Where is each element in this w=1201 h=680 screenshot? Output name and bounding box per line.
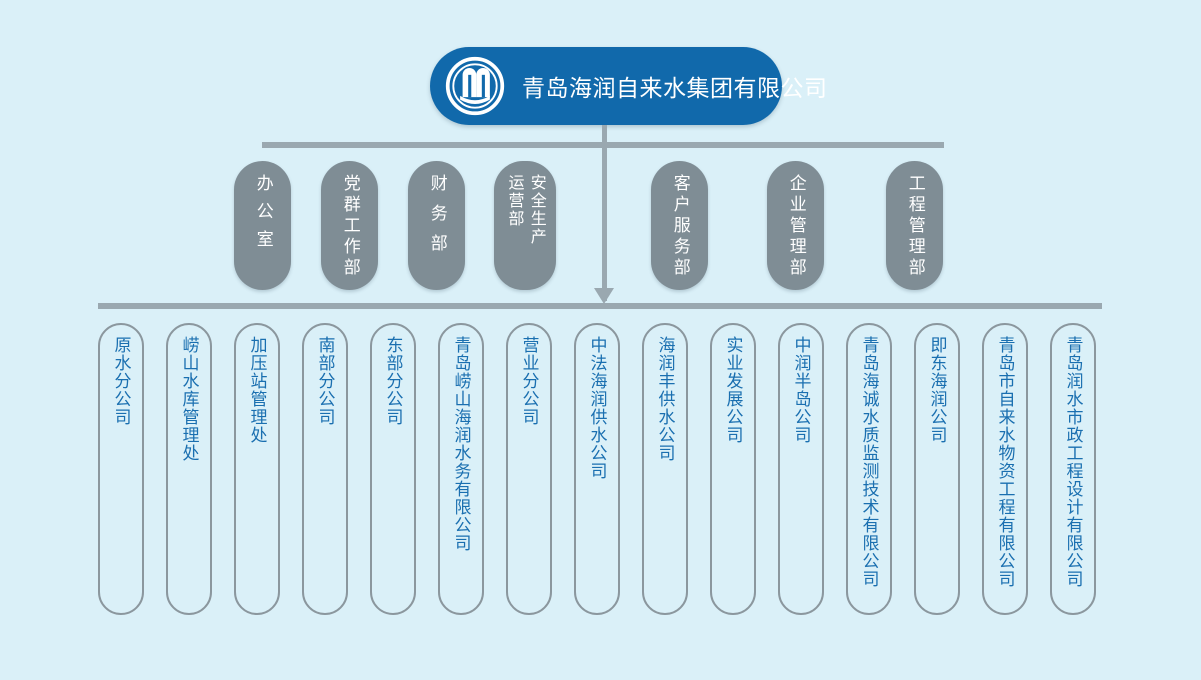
department-label-2-0: 财务部 — [427, 174, 447, 264]
department-node-2[interactable]: 财务部 — [408, 161, 465, 290]
subsidiary-node-4[interactable]: 东部分公司 — [370, 323, 416, 615]
company-circular-emblem-icon — [445, 56, 505, 116]
subsidiary-label-3: 南部分公司 — [315, 336, 335, 426]
subsidiary-node-5[interactable]: 青岛崂山海润水务有限公司 — [438, 323, 484, 615]
subsidiary-label-14: 青岛润水市政工程设计有限公司 — [1063, 336, 1083, 588]
subsidiary-label-5: 青岛崂山海润水务有限公司 — [451, 336, 471, 552]
root-company-node[interactable]: 青岛海润自来水集团有限公司 — [430, 47, 827, 125]
subsidiary-label-12: 即东海润公司 — [927, 336, 947, 444]
subsidiary-label-13: 青岛市自来水物资工程有限公司 — [995, 336, 1015, 588]
department-node-4[interactable]: 客户服务部 — [651, 161, 708, 290]
department-label-5-0: 企业管理部 — [786, 174, 806, 279]
subsidiary-node-8[interactable]: 海润丰供水公司 — [642, 323, 688, 615]
subsidiary-node-1[interactable]: 崂山水库管理处 — [166, 323, 212, 615]
subsidiary-node-7[interactable]: 中法海润供水公司 — [574, 323, 620, 615]
department-node-1[interactable]: 党群工作部 — [321, 161, 378, 290]
subsidiary-node-6[interactable]: 营业分公司 — [506, 323, 552, 615]
subsidiary-node-0[interactable]: 原水分公司 — [98, 323, 144, 615]
subsidiary-node-10[interactable]: 中润半岛公司 — [778, 323, 824, 615]
subsidiary-label-4: 东部分公司 — [383, 336, 403, 426]
department-node-6[interactable]: 工程管理部 — [886, 161, 943, 290]
subsidiary-label-7: 中法海润供水公司 — [587, 336, 607, 480]
department-node-5[interactable]: 企业管理部 — [767, 161, 824, 290]
department-node-3[interactable]: 安全生产 运营部 — [494, 161, 556, 290]
subsidiary-node-3[interactable]: 南部分公司 — [302, 323, 348, 615]
department-label-0-0: 办公室 — [253, 174, 273, 258]
department-node-0[interactable]: 办公室 — [234, 161, 291, 290]
subsidiary-node-14[interactable]: 青岛润水市政工程设计有限公司 — [1050, 323, 1096, 615]
connector-line-vertical — [602, 125, 607, 301]
root-company-title: 青岛海润自来水集团有限公司 — [522, 75, 828, 101]
subsidiary-node-9[interactable]: 实业发展公司 — [710, 323, 756, 615]
connector-arrowhead-icon — [594, 288, 614, 304]
department-label-6-0: 工程管理部 — [905, 174, 925, 279]
subsidiary-label-10: 中润半岛公司 — [791, 336, 811, 444]
subsidiary-label-9: 实业发展公司 — [723, 336, 743, 444]
department-label-1-0: 党群工作部 — [340, 174, 360, 279]
subsidiary-node-12[interactable]: 即东海润公司 — [914, 323, 960, 615]
department-label-3-1: 运营部 — [505, 174, 523, 228]
subsidiary-label-0: 原水分公司 — [111, 336, 131, 426]
department-label-4-0: 客户服务部 — [670, 174, 690, 279]
subsidiary-label-1: 崂山水库管理处 — [179, 336, 199, 462]
subsidiary-node-13[interactable]: 青岛市自来水物资工程有限公司 — [982, 323, 1028, 615]
subsidiary-label-6: 营业分公司 — [519, 336, 539, 426]
connector-line-subsidiaries — [98, 303, 1102, 309]
subsidiary-node-2[interactable]: 加压站管理处 — [234, 323, 280, 615]
department-label-3-0: 安全生产 — [527, 174, 545, 246]
subsidiary-label-8: 海润丰供水公司 — [655, 336, 675, 462]
subsidiary-node-11[interactable]: 青岛海诚水质监测技术有限公司 — [846, 323, 892, 615]
subsidiary-label-2: 加压站管理处 — [247, 336, 267, 444]
subsidiary-label-11: 青岛海诚水质监测技术有限公司 — [859, 336, 879, 588]
